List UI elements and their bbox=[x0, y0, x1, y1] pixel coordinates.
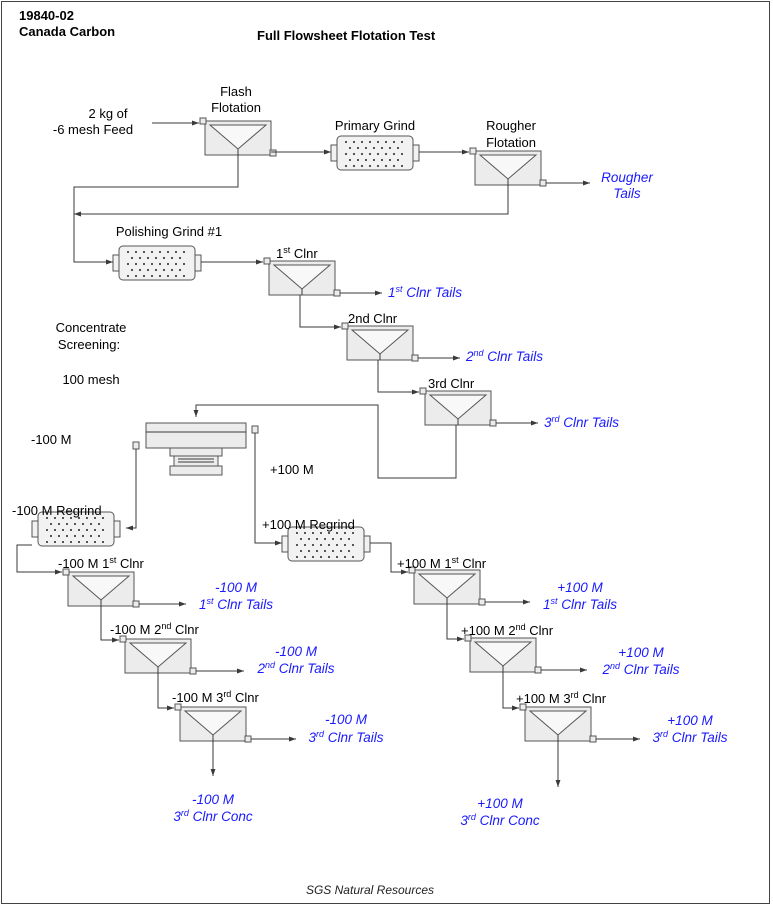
minus-100-label: -100 M bbox=[31, 432, 71, 447]
minus-cleaner-1-cell bbox=[62, 568, 140, 608]
plus-100-label: +100 M bbox=[270, 462, 314, 477]
minus-conc-label-2: 3rd Clnr Conc bbox=[173, 808, 253, 824]
footer-label: SGS Natural Resources bbox=[306, 883, 434, 897]
plus-conc-label-2: 3rd Clnr Conc bbox=[460, 812, 540, 828]
polishing-grind-mill bbox=[112, 245, 202, 281]
flash-label-2: Flotation bbox=[211, 100, 261, 115]
rougher-tails-label-1: Rougher bbox=[601, 170, 653, 185]
minus-cleaner-1-tails-label-2: 1st Clnr Tails bbox=[199, 596, 273, 612]
rougher-flotation-cell bbox=[469, 147, 547, 187]
screening-label-3: 100 mesh bbox=[62, 372, 119, 387]
cleaner-3-cell bbox=[419, 387, 497, 427]
minus-cleaner-1-label: -100 M 1st Clnr bbox=[58, 555, 144, 571]
cleaner-2-cell bbox=[341, 322, 419, 362]
plus-cleaner-1-tails-label-1: +100 M bbox=[557, 580, 603, 595]
plus-cleaner-3-cell bbox=[519, 703, 597, 743]
plus-cleaner-2-tails-label-2: 2nd Clnr Tails bbox=[601, 661, 679, 677]
flow-lines bbox=[16, 120, 640, 787]
plus-cleaner-1-tails-label-2: 1st Clnr Tails bbox=[543, 596, 617, 612]
screening-label-1: Concentrate bbox=[56, 320, 127, 335]
cleaner-3-tails-label: 3rd Clnr Tails bbox=[544, 414, 619, 430]
minus-cleaner-2-cell bbox=[119, 635, 197, 675]
feed-label-2: -6 mesh Feed bbox=[53, 122, 133, 137]
minus-cleaner-3-tails-label-2: 3rd Clnr Tails bbox=[308, 729, 383, 745]
rougher-label-2: Flotation bbox=[486, 135, 536, 150]
plus-cleaner-1-cell bbox=[408, 566, 486, 606]
plus-cleaner-2-cell bbox=[464, 634, 542, 674]
cleaner-2-tails-label: 2nd Clnr Tails bbox=[465, 348, 543, 364]
cleaner-1-cell bbox=[263, 257, 341, 297]
plus-cleaner-2-tails-label-1: +100 M bbox=[618, 645, 664, 660]
minus-cleaner-1-tails-label-1: -100 M bbox=[215, 580, 258, 595]
plus-conc-label-1: +100 M bbox=[477, 796, 523, 811]
plus-cleaner-1-label: +100 M 1st Clnr bbox=[397, 555, 487, 571]
plus-cleaner-3-label: +100 M 3rd Clnr bbox=[516, 690, 607, 706]
minus-regrind-label: -100 M Regrind bbox=[12, 503, 102, 518]
minus-cleaner-3-cell bbox=[174, 703, 252, 743]
cleaner-2-label: 2nd Clnr bbox=[348, 311, 398, 326]
cleaner-3-label: 3rd Clnr bbox=[428, 376, 475, 391]
rougher-tails-label-2: Tails bbox=[613, 186, 641, 201]
minus-cleaner-2-label: -100 M 2nd Clnr bbox=[110, 621, 199, 637]
flash-flotation-cell bbox=[199, 117, 277, 157]
plus-cleaner-3-tails-label-2: 3rd Clnr Tails bbox=[652, 729, 727, 745]
minus-cleaner-2-tails-label-1: -100 M bbox=[275, 644, 318, 659]
page-title: Full Flowsheet Flotation Test bbox=[257, 28, 436, 43]
screen-icon bbox=[132, 422, 259, 476]
minus-cleaner-2-tails-label-2: 2nd Clnr Tails bbox=[256, 660, 334, 676]
screening-label-2: Screening: bbox=[58, 337, 120, 352]
polishing-grind-label: Polishing Grind #1 bbox=[116, 224, 222, 239]
minus-cleaner-3-tails-label-1: -100 M bbox=[325, 712, 368, 727]
plus-cleaner-2-label: +100 M 2nd Clnr bbox=[461, 622, 554, 638]
rougher-label-1: Rougher bbox=[486, 118, 537, 133]
cleaner-1-label: 1st Clnr bbox=[276, 245, 318, 261]
primary-grind-label: Primary Grind bbox=[335, 118, 415, 133]
job-number: 19840-02 bbox=[19, 8, 74, 23]
minus-conc-label-1: -100 M bbox=[192, 792, 235, 807]
plus-regrind-label: +100 M Regrind bbox=[262, 517, 355, 532]
cleaner-1-tails-label: 1st Clnr Tails bbox=[388, 284, 462, 300]
minus-cleaner-3-label: -100 M 3rd Clnr bbox=[172, 689, 259, 705]
flash-label-1: Flash bbox=[220, 84, 252, 99]
client-name: Canada Carbon bbox=[19, 24, 116, 39]
primary-grind-mill bbox=[330, 135, 420, 171]
feed-label-1: 2 kg of bbox=[88, 106, 127, 121]
plus-cleaner-3-tails-label-1: +100 M bbox=[667, 713, 713, 728]
plus-regrind-mill bbox=[281, 526, 371, 562]
